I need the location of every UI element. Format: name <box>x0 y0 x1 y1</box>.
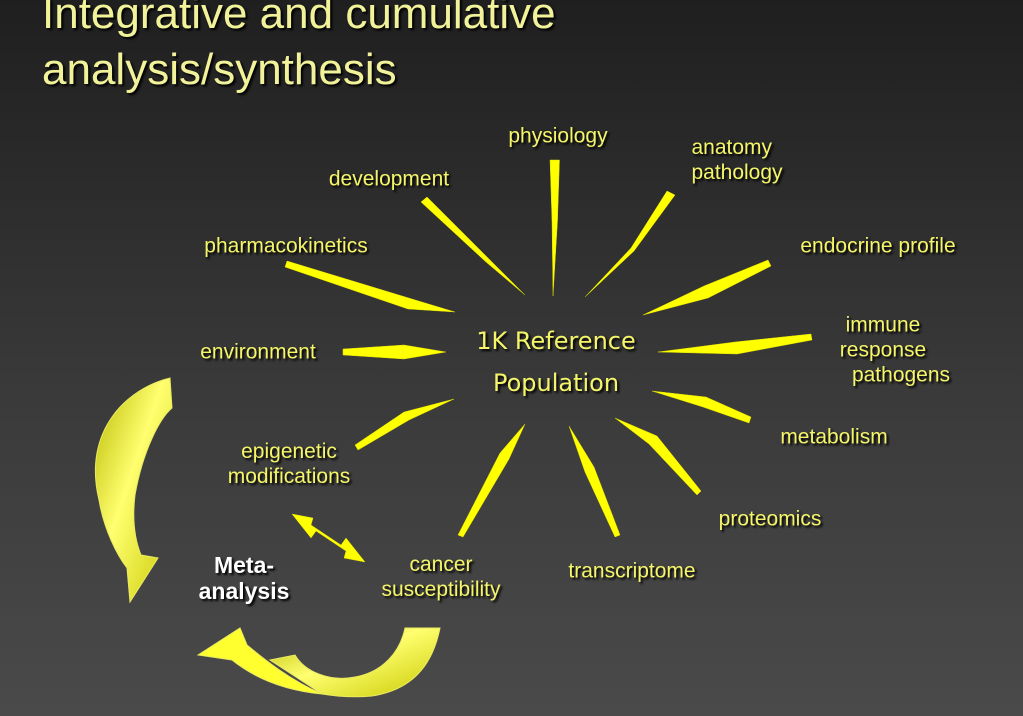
arrow-anatomy-pathology <box>584 190 676 298</box>
meta-analysis-label: Meta- analysis <box>199 552 290 604</box>
arrow-epigenetic <box>354 398 455 451</box>
label-pharmacokinetics: pharmacokinetics <box>204 234 368 258</box>
label-physiology: physiology <box>508 124 608 148</box>
arrow-physiology <box>549 159 560 297</box>
label-epigenetic: epigenetic <box>241 440 337 463</box>
slide-title-line-1: Integrative and cumulative <box>42 0 556 38</box>
label-endocrine-profile: endocrine profile <box>800 234 956 258</box>
arrow-environment <box>342 344 447 360</box>
center-node-1k-reference-population: 1K Reference Population <box>476 320 636 404</box>
meta-analysis-line-2: analysis <box>198 578 290 604</box>
curved-arrow-bottom-head <box>196 627 323 695</box>
label-metabolism: metabolism <box>780 425 888 449</box>
curved-arrow-left <box>94 377 173 604</box>
label-pathology: pathology <box>691 161 783 184</box>
arrow-metabolism <box>651 390 752 424</box>
label-anatomy: anatomy <box>691 136 773 159</box>
arrow-pharmacokinetics <box>284 260 456 313</box>
meta-analysis-line-1: Meta- <box>213 552 275 578</box>
label-cancer: cancer <box>409 553 473 576</box>
arrow-cancer <box>457 423 526 538</box>
label-anatomy-pathology: anatomy pathology <box>691 135 782 185</box>
arrow-development <box>420 196 526 296</box>
label-cancer-susceptibility: cancer susceptibility <box>381 552 500 602</box>
double-arrow-epigenetic-cancer <box>291 513 366 563</box>
center-line-1: 1K Reference <box>476 327 636 355</box>
label-pathogens: pathogens <box>851 363 951 387</box>
arrow-transcriptome <box>568 425 621 538</box>
slide-title: Integrative and cumulative analysis/synt… <box>42 0 556 98</box>
slide-title-line-2: analysis/synthesis <box>42 45 397 94</box>
label-modifications: modifications <box>227 465 351 488</box>
arrow-endocrine-profile <box>642 259 772 316</box>
arrow-proteomics <box>614 417 702 496</box>
label-epigenetic-modifications: epigenetic modifications <box>228 439 351 489</box>
label-proteomics: proteomics <box>718 507 822 531</box>
label-transcriptome: transcriptome <box>568 559 696 583</box>
curved-arrow-bottom <box>268 627 441 698</box>
arrow-immune-response <box>657 333 813 355</box>
label-immune-response-pathogens: immune response pathogens <box>816 313 950 388</box>
label-immune: immune <box>845 313 921 337</box>
label-response: response <box>839 338 927 362</box>
center-line-2: Population <box>492 369 620 397</box>
spoke-arrows <box>284 159 813 538</box>
label-environment: environment <box>200 340 316 364</box>
label-development: development <box>328 167 450 191</box>
label-susceptibility: susceptibility <box>381 578 501 601</box>
